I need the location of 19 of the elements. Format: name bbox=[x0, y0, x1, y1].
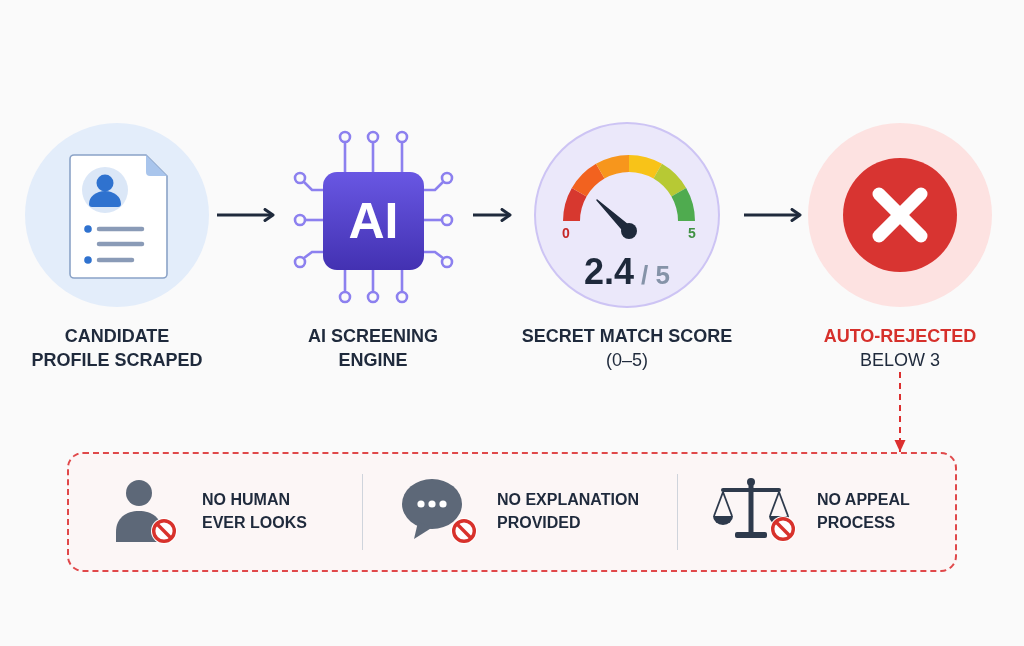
consequence-text: NO APPEAL PROCESS bbox=[817, 490, 911, 533]
scale-max-label: 5 bbox=[688, 224, 696, 242]
arrow bbox=[473, 208, 512, 222]
score-maximum: / 5 bbox=[641, 260, 670, 290]
dashed-arrow bbox=[894, 371, 906, 453]
scale-min-label: 0 bbox=[562, 224, 570, 242]
consequences-panel bbox=[67, 452, 957, 572]
score-value: 2.4 bbox=[584, 252, 635, 292]
arrow bbox=[744, 208, 802, 222]
ai-chip: AI bbox=[323, 172, 424, 270]
step-caption: (0–5) bbox=[605, 349, 649, 372]
consequence-text: NO EXPLANATION PROVIDED bbox=[497, 490, 640, 533]
step-caption: AI SCREENING ENGINE bbox=[307, 325, 439, 372]
step-caption: AUTO-REJECTED bbox=[822, 325, 978, 348]
consequence-text: NO HUMAN EVER LOOKS bbox=[202, 490, 308, 533]
step-caption: SECRET MATCH SCORE bbox=[520, 325, 734, 348]
step-caption: CANDIDATE PROFILE SCRAPED bbox=[30, 325, 204, 372]
arrow bbox=[217, 208, 275, 222]
step-caption: BELOW 3 bbox=[859, 349, 941, 372]
